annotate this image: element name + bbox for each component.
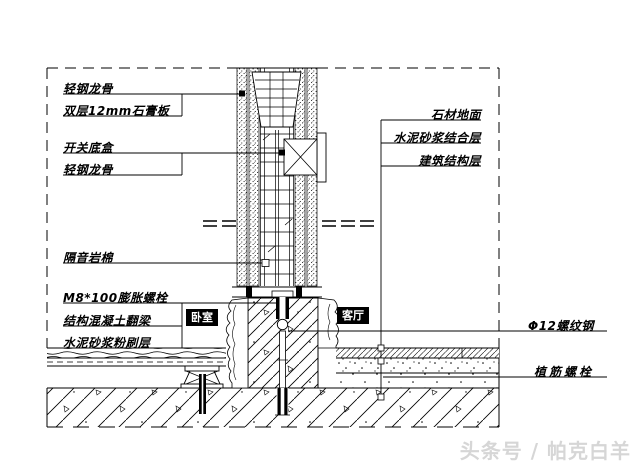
structural-slab-section bbox=[46, 348, 500, 428]
leader-lines bbox=[63, 90, 607, 401]
label-planted-bolt: 植筋螺栓 bbox=[534, 365, 595, 379]
label-threaded-steel: Φ12螺纹钢 bbox=[528, 319, 594, 333]
gypsum-boards bbox=[236, 67, 318, 287]
wall-top-detail bbox=[251, 71, 302, 128]
label-structure-layer: 建筑结构层 bbox=[418, 154, 481, 168]
label-cement-plaster: 水泥砂浆粉刷层 bbox=[63, 336, 151, 350]
label-light-steel-keel-top: 轻钢龙骨 bbox=[63, 82, 114, 96]
floor-pedestal bbox=[180, 365, 224, 414]
label-switch-box: 开关底盒 bbox=[63, 141, 114, 155]
livingroom-floor-buildup bbox=[336, 347, 499, 389]
label-double-gypsum-board: 双层12mm石膏板 bbox=[63, 104, 170, 118]
drawing-boundary-dashed bbox=[46, 67, 500, 348]
partition-wall-section bbox=[203, 67, 374, 298]
label-mortar-bonding: 水泥砂浆结合层 bbox=[393, 131, 481, 145]
watermark: 头条号 / 帕克白羊 bbox=[459, 439, 631, 463]
label-expansion-bolt: M8*100膨胀螺栓 bbox=[63, 291, 168, 305]
beam-molding-profiles bbox=[225, 297, 340, 389]
room-label-living: 客厅 bbox=[337, 307, 369, 324]
break-marks bbox=[203, 220, 374, 227]
switch-box bbox=[283, 132, 327, 183]
label-light-steel-keel-2: 轻钢龙骨 bbox=[63, 163, 114, 177]
label-concrete-beam: 结构混凝土翻梁 bbox=[63, 314, 151, 328]
anchor-rod-assembly bbox=[271, 290, 294, 416]
room-label-bedroom: 卧室 bbox=[186, 309, 218, 326]
label-stone-floor: 石材地面 bbox=[430, 108, 481, 122]
label-rock-wool: 隔音岩棉 bbox=[63, 251, 114, 265]
